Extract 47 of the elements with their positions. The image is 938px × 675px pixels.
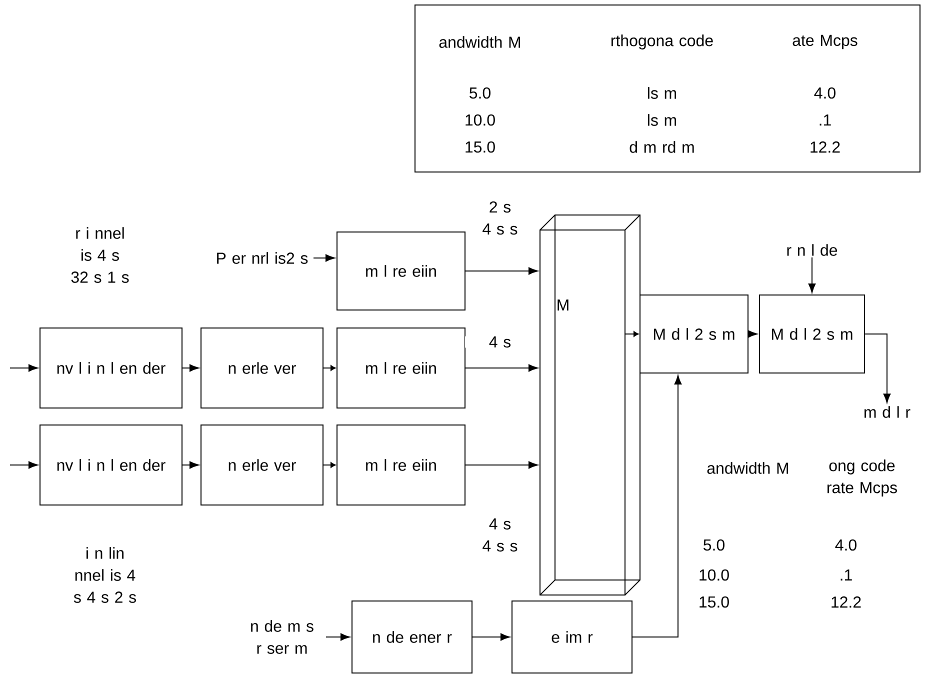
arrow	[808, 256, 816, 293]
arrow	[323, 365, 336, 371]
stacked-box: M	[540, 214, 640, 596]
arrow	[182, 461, 199, 469]
input-label: P er nrl is2 s	[217, 252, 308, 264]
annotation-text: 15.0	[700, 596, 729, 608]
annotation-text: r i nnel is 4 s 32 s 1 s	[71, 227, 129, 283]
arrow	[182, 364, 199, 372]
arrow	[632, 375, 682, 638]
arrow	[465, 364, 538, 372]
edge-label: 4 s 4 s s	[482, 518, 518, 552]
arrow	[465, 267, 538, 275]
arrow	[625, 331, 639, 337]
annotation-text: 4.0	[835, 539, 856, 551]
arrow	[326, 633, 350, 641]
input-label: r n l de	[787, 244, 838, 256]
edge-label: 2 s 4 s s	[482, 201, 518, 235]
process-box: m l re eiin	[336, 232, 466, 310]
input-label: n de m s r ser m	[251, 620, 314, 654]
arrow	[748, 330, 758, 338]
process-box: nv l i n l en der	[40, 328, 182, 408]
annotation-text: 5.0	[704, 539, 724, 551]
annotation-text: i n lin nnel is 4 s 4 s 2 s	[74, 547, 136, 603]
input-label: m d l r	[864, 406, 910, 418]
annotation-text: 10.0	[700, 569, 729, 581]
arrow	[10, 461, 38, 469]
arrow	[323, 462, 336, 468]
process-box: e im r	[512, 600, 632, 674]
process-box: n erle ver	[200, 328, 324, 408]
arrow	[864, 334, 891, 403]
process-box: n de ener r	[352, 600, 472, 674]
arrow	[465, 461, 538, 469]
arrow	[10, 364, 38, 372]
process-box: n erle ver	[200, 424, 324, 506]
process-box: M d l 2 s m	[759, 294, 865, 374]
annotation-text: 12.2	[832, 596, 861, 608]
table-box: andwidth M rthogona code ate Mcps 5.0 ls m 4.0 10.0 ls m .1 15.0 d m rd m 12.2	[414, 4, 920, 172]
annotation-text: ong code rate Mcps	[828, 460, 897, 496]
process-box: m l re eiin	[336, 424, 466, 506]
process-box: nv l i n l en der	[40, 424, 182, 506]
arrow	[472, 633, 510, 641]
process-box: m l re eiin	[336, 328, 466, 408]
process-box: M d l 2 s m	[640, 294, 748, 374]
annotation-text: andwidth M	[707, 462, 788, 474]
edge-label: 4 s	[489, 336, 511, 348]
annotation-text: .1	[840, 570, 852, 580]
arrow	[313, 254, 335, 262]
